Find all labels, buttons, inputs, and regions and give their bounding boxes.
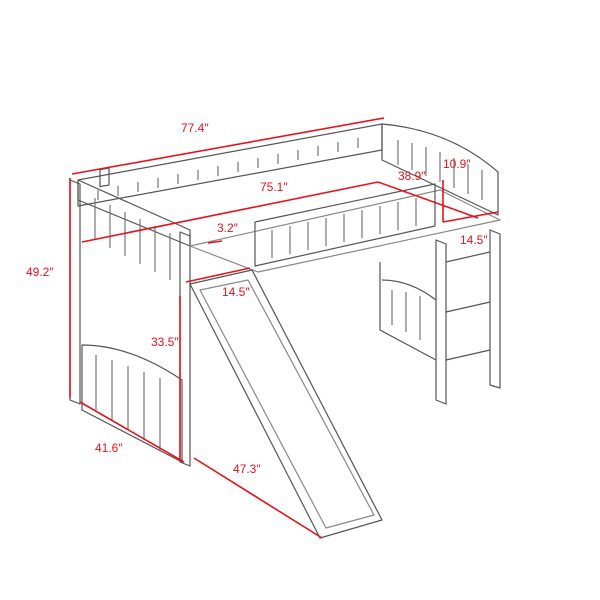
left-lower-headboard (81, 344, 183, 463)
slide (189, 269, 383, 539)
dimension-slide-length: 47.3″ (233, 462, 261, 476)
dimension-under-bed-clearance: 33.5″ (151, 335, 179, 349)
dimension-ladder-width: 14.5″ (460, 233, 488, 247)
dimension-overall-width: 41.6″ (95, 441, 123, 455)
left-post (69, 179, 81, 405)
dimension-slat-spacing: 3.2″ (217, 221, 238, 235)
dimension-inner-width: 38.9″ (398, 169, 426, 183)
back-rail-slats (99, 167, 110, 188)
dimension-inner-length: 75.1″ (260, 180, 288, 194)
front-guardrail (254, 183, 436, 267)
ladder (435, 229, 501, 405)
dimension-guardrail-height: 10.9″ (443, 157, 471, 171)
platform (189, 189, 501, 273)
dimension-overall-height: 49.2″ (26, 265, 54, 279)
right-headboard (381, 123, 499, 216)
dimension-slide-width: 14.5″ (222, 285, 250, 299)
dimension-overall-length: 77.4″ (181, 121, 209, 135)
